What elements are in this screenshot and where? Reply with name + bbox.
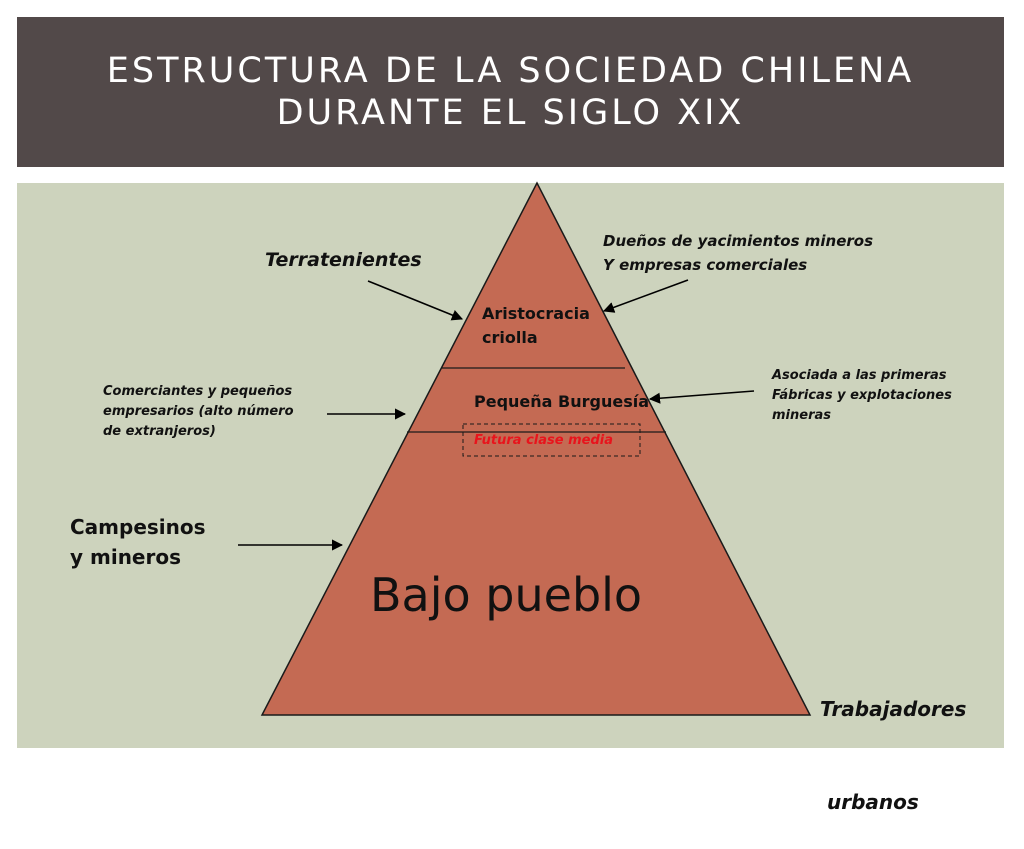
- terratenientes-label: Terratenientes: [265, 249, 422, 271]
- duenos-line-1: Dueños de yacimientos mineros: [603, 232, 874, 250]
- aristocracia-line-2: criolla: [482, 328, 538, 347]
- futura-clase-media-label: Futura clase media: [474, 433, 613, 448]
- bajo-pueblo-label: Bajo pueblo: [370, 568, 643, 622]
- aristocracia-line-1: Aristocracia: [482, 304, 590, 323]
- asociada-label: Asociada a las primeras Fábricas y explo…: [772, 366, 952, 426]
- slide-title-line-2: durante el siglo XIX: [276, 93, 745, 133]
- comerciantes-label: Comerciantes y pequeños empresarios (alt…: [103, 382, 294, 442]
- campesinos-label: Campesinos y mineros: [70, 512, 206, 572]
- arrow-duenos: [602, 279, 689, 313]
- slide-title-line-1: Estructura de la sociedad chilena: [106, 51, 915, 91]
- futura-clase-media-box: [462, 423, 641, 457]
- arrow-asociada: [648, 390, 755, 404]
- campesinos-line-2: y mineros: [70, 545, 182, 569]
- asociada-line-1: Asociada a las primeras: [772, 368, 947, 383]
- duenos-label: Dueños de yacimientos mineros Y empresas…: [603, 229, 873, 277]
- pyramid-shape: [260, 181, 812, 716]
- comerciantes-line-2: empresarios (alto número: [103, 404, 294, 419]
- comerciantes-line-3: de extranjeros): [103, 424, 216, 439]
- comerciantes-line-1: Comerciantes y pequeños: [103, 384, 293, 399]
- asociada-line-3: mineras: [772, 408, 831, 423]
- aristocracia-label: Aristocracia criolla: [482, 302, 590, 350]
- arrow-terratenientes: [367, 280, 464, 321]
- pyramid-diagram: [238, 181, 812, 716]
- trabajadores-line-1: Trabajadores: [820, 697, 967, 721]
- trabajadores-label: Trabajadores urbanos: [820, 632, 966, 849]
- title-bar: Estructura de la sociedad chilena durant…: [17, 17, 1004, 167]
- pequena-burguesia-label: Pequeña Burguesía: [474, 392, 650, 411]
- campesinos-line-1: Campesinos: [70, 515, 206, 539]
- trabajadores-line-2: urbanos: [820, 790, 919, 814]
- duenos-line-2: Y empresas comerciales: [603, 256, 808, 274]
- asociada-line-2: Fábricas y explotaciones: [772, 388, 952, 403]
- slide-title: Estructura de la sociedad chilena durant…: [107, 50, 914, 134]
